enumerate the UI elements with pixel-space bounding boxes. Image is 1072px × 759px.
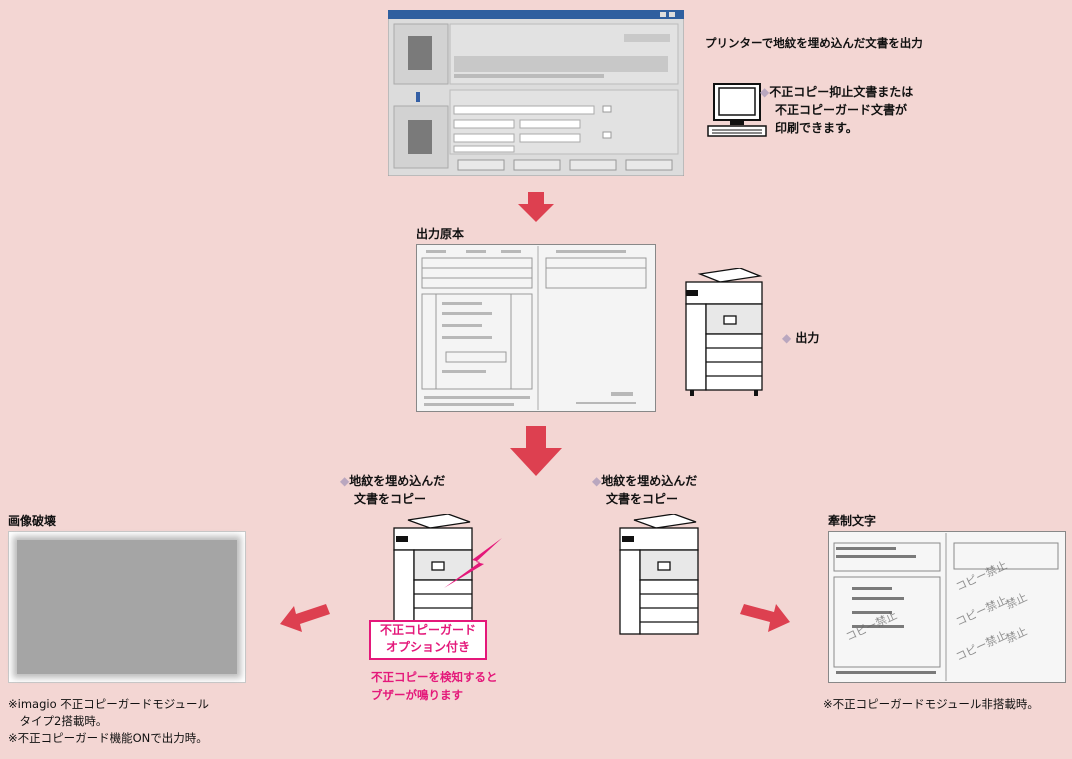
original-label: 出力原本 <box>416 227 465 241</box>
down-arrow-icon <box>518 192 554 222</box>
right-copy-label: ◆地紋を埋め込んだ 文書をコピー <box>592 474 698 506</box>
diamond-icon: ◆ <box>340 474 350 488</box>
option-box: 不正コピーガード オプション付き <box>369 620 487 660</box>
diamond-icon: ◆ <box>782 331 792 345</box>
diamond-icon: ◆ <box>592 474 602 488</box>
restrain-note: ※不正コピーガードモジュール非搭載時。 <box>823 697 1039 711</box>
copier-icon <box>390 514 480 638</box>
printer-dialog-screenshot <box>388 10 684 176</box>
diamond-icon: ◆ <box>760 85 770 99</box>
option-alert: 不正コピーを検知すると ブザーが鳴ります <box>371 670 498 702</box>
copier-icon <box>680 268 768 398</box>
top-note: ◆不正コピー抑止文書または 不正コピーガード文書が 印刷できます。 <box>760 85 914 135</box>
top-caption: プリンターで地紋を埋め込んだ文書を出力 <box>705 36 923 50</box>
destroy-label: 画像破壊 <box>8 514 57 528</box>
output-label: ◆ 出力 <box>782 331 820 345</box>
right-arrow-icon <box>740 598 790 632</box>
copier-icon <box>616 514 706 638</box>
destroy-notes: ※imagio 不正コピーガードモジュール タイプ2搭載時。 ※不正コピーガード… <box>8 697 209 745</box>
restrain-document: コピー禁止 コピー禁止 コピー禁止 コピー禁止 禁止 禁止 <box>828 531 1066 683</box>
computer-icon <box>706 82 768 140</box>
original-document <box>416 244 656 412</box>
lightning-icon <box>444 538 504 588</box>
destroyed-image <box>8 531 246 683</box>
left-arrow-icon <box>280 598 330 632</box>
left-copy-label: ◆地紋を埋め込んだ 文書をコピー <box>340 474 446 506</box>
restrain-label: 牽制文字 <box>828 514 877 528</box>
down-arrow-icon <box>510 426 562 476</box>
